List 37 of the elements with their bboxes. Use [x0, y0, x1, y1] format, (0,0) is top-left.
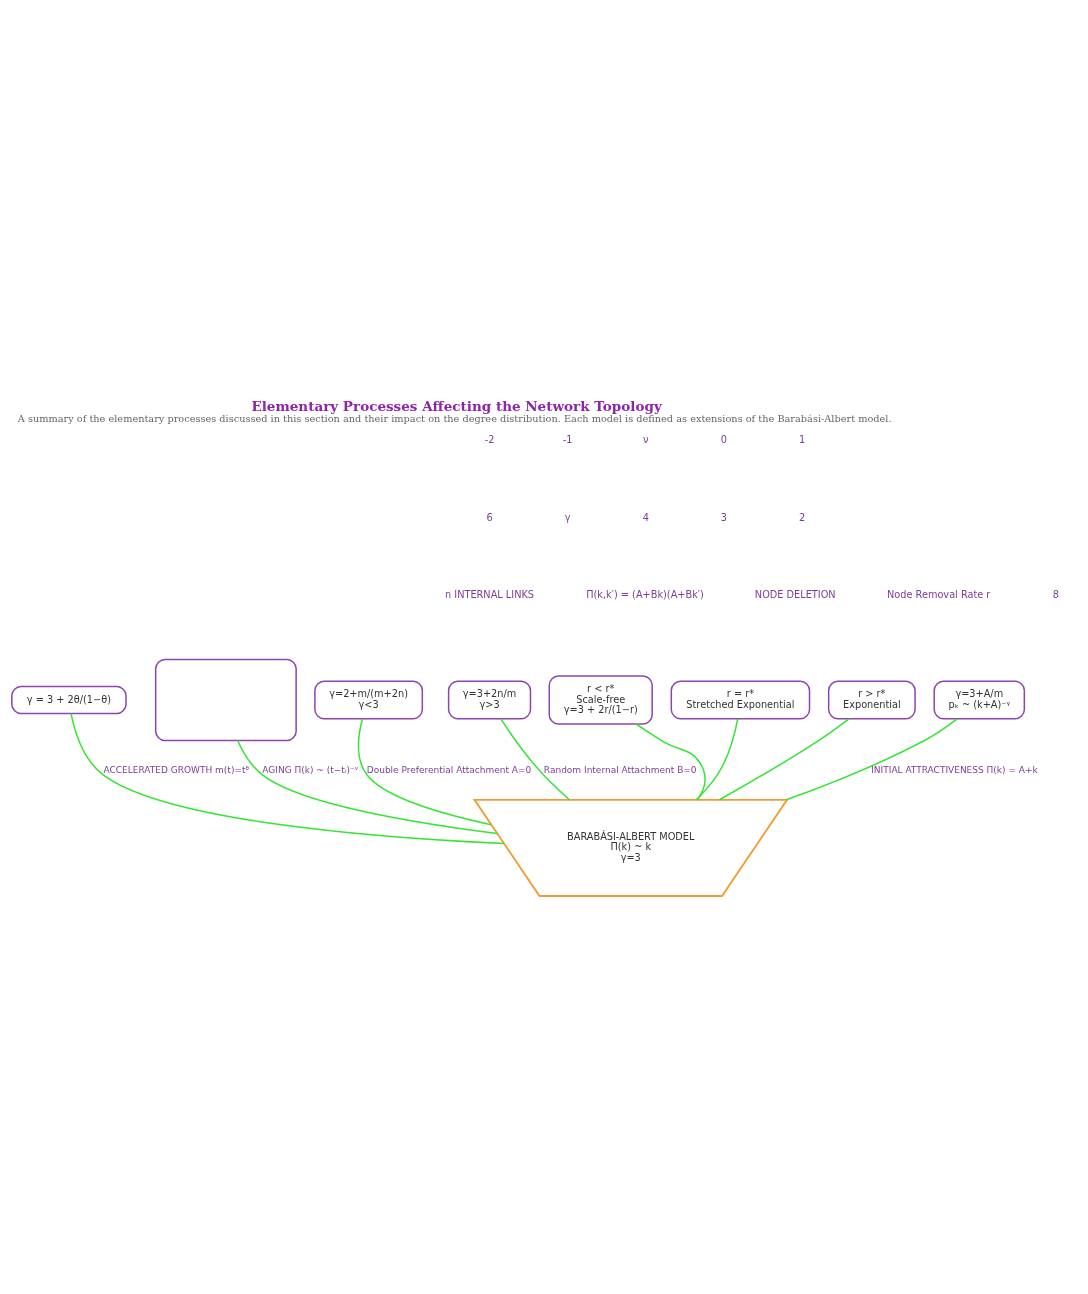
label: NODE DELETION — [754, 589, 836, 601]
node-box: r = r* Stretched Exponential — [670, 680, 811, 720]
edge-label: Random Internal Attachment B=0 — [543, 764, 697, 775]
connector — [236, 739, 498, 835]
label: 1 — [798, 434, 806, 446]
label: ν — [643, 434, 649, 446]
node-box: r > r* Exponential — [827, 680, 916, 720]
connector — [718, 718, 850, 801]
label: 6 — [486, 511, 493, 523]
connector — [500, 718, 571, 801]
connector — [70, 712, 505, 845]
node-box — [154, 658, 297, 742]
node-box: r < r* Scale-free γ=3 + 2r/(1−r) — [548, 675, 653, 725]
edge-label: INITIAL ATTRACTIVENESS Π(k) = A+k — [871, 764, 1038, 775]
label: 4 — [642, 511, 649, 523]
label: γ — [564, 511, 571, 523]
edge-label: AGING Π(k) ~ (t−tᵢ)⁻ᵛ — [262, 764, 359, 775]
label: 3 — [720, 511, 727, 523]
label: 2 — [798, 511, 806, 523]
node-box: γ=3+A/m pₖ ~ (k+A)⁻ᵞ — [933, 680, 1026, 720]
connector — [695, 718, 739, 801]
connector — [785, 718, 958, 801]
diagram-title: Elementary Processes Affecting the Network Topology — [251, 398, 662, 415]
label: 8 — [1052, 589, 1059, 601]
label: n INTERNAL LINKS — [445, 589, 535, 601]
connector — [635, 723, 706, 801]
node-box: γ=3+2n/m γ>3 — [447, 680, 532, 720]
connector — [357, 718, 492, 826]
node-box: γ = 3 + 2θ/(1−θ) — [11, 685, 127, 715]
edge-label: ACCELERATED GROWTH m(t)=tᶿ — [103, 764, 250, 775]
label: Π(k,k′) = (A+Bk)(A+Bk′) — [586, 589, 704, 601]
label: -2 — [484, 434, 495, 446]
label: -1 — [562, 434, 573, 446]
edge-label: Double Preferential Attachment A=0 — [366, 764, 532, 775]
label: 0 — [720, 434, 727, 446]
label: Node Removal Rate r — [887, 589, 991, 601]
node-box: γ=2+m/(m+2n) γ<3 — [314, 680, 424, 720]
